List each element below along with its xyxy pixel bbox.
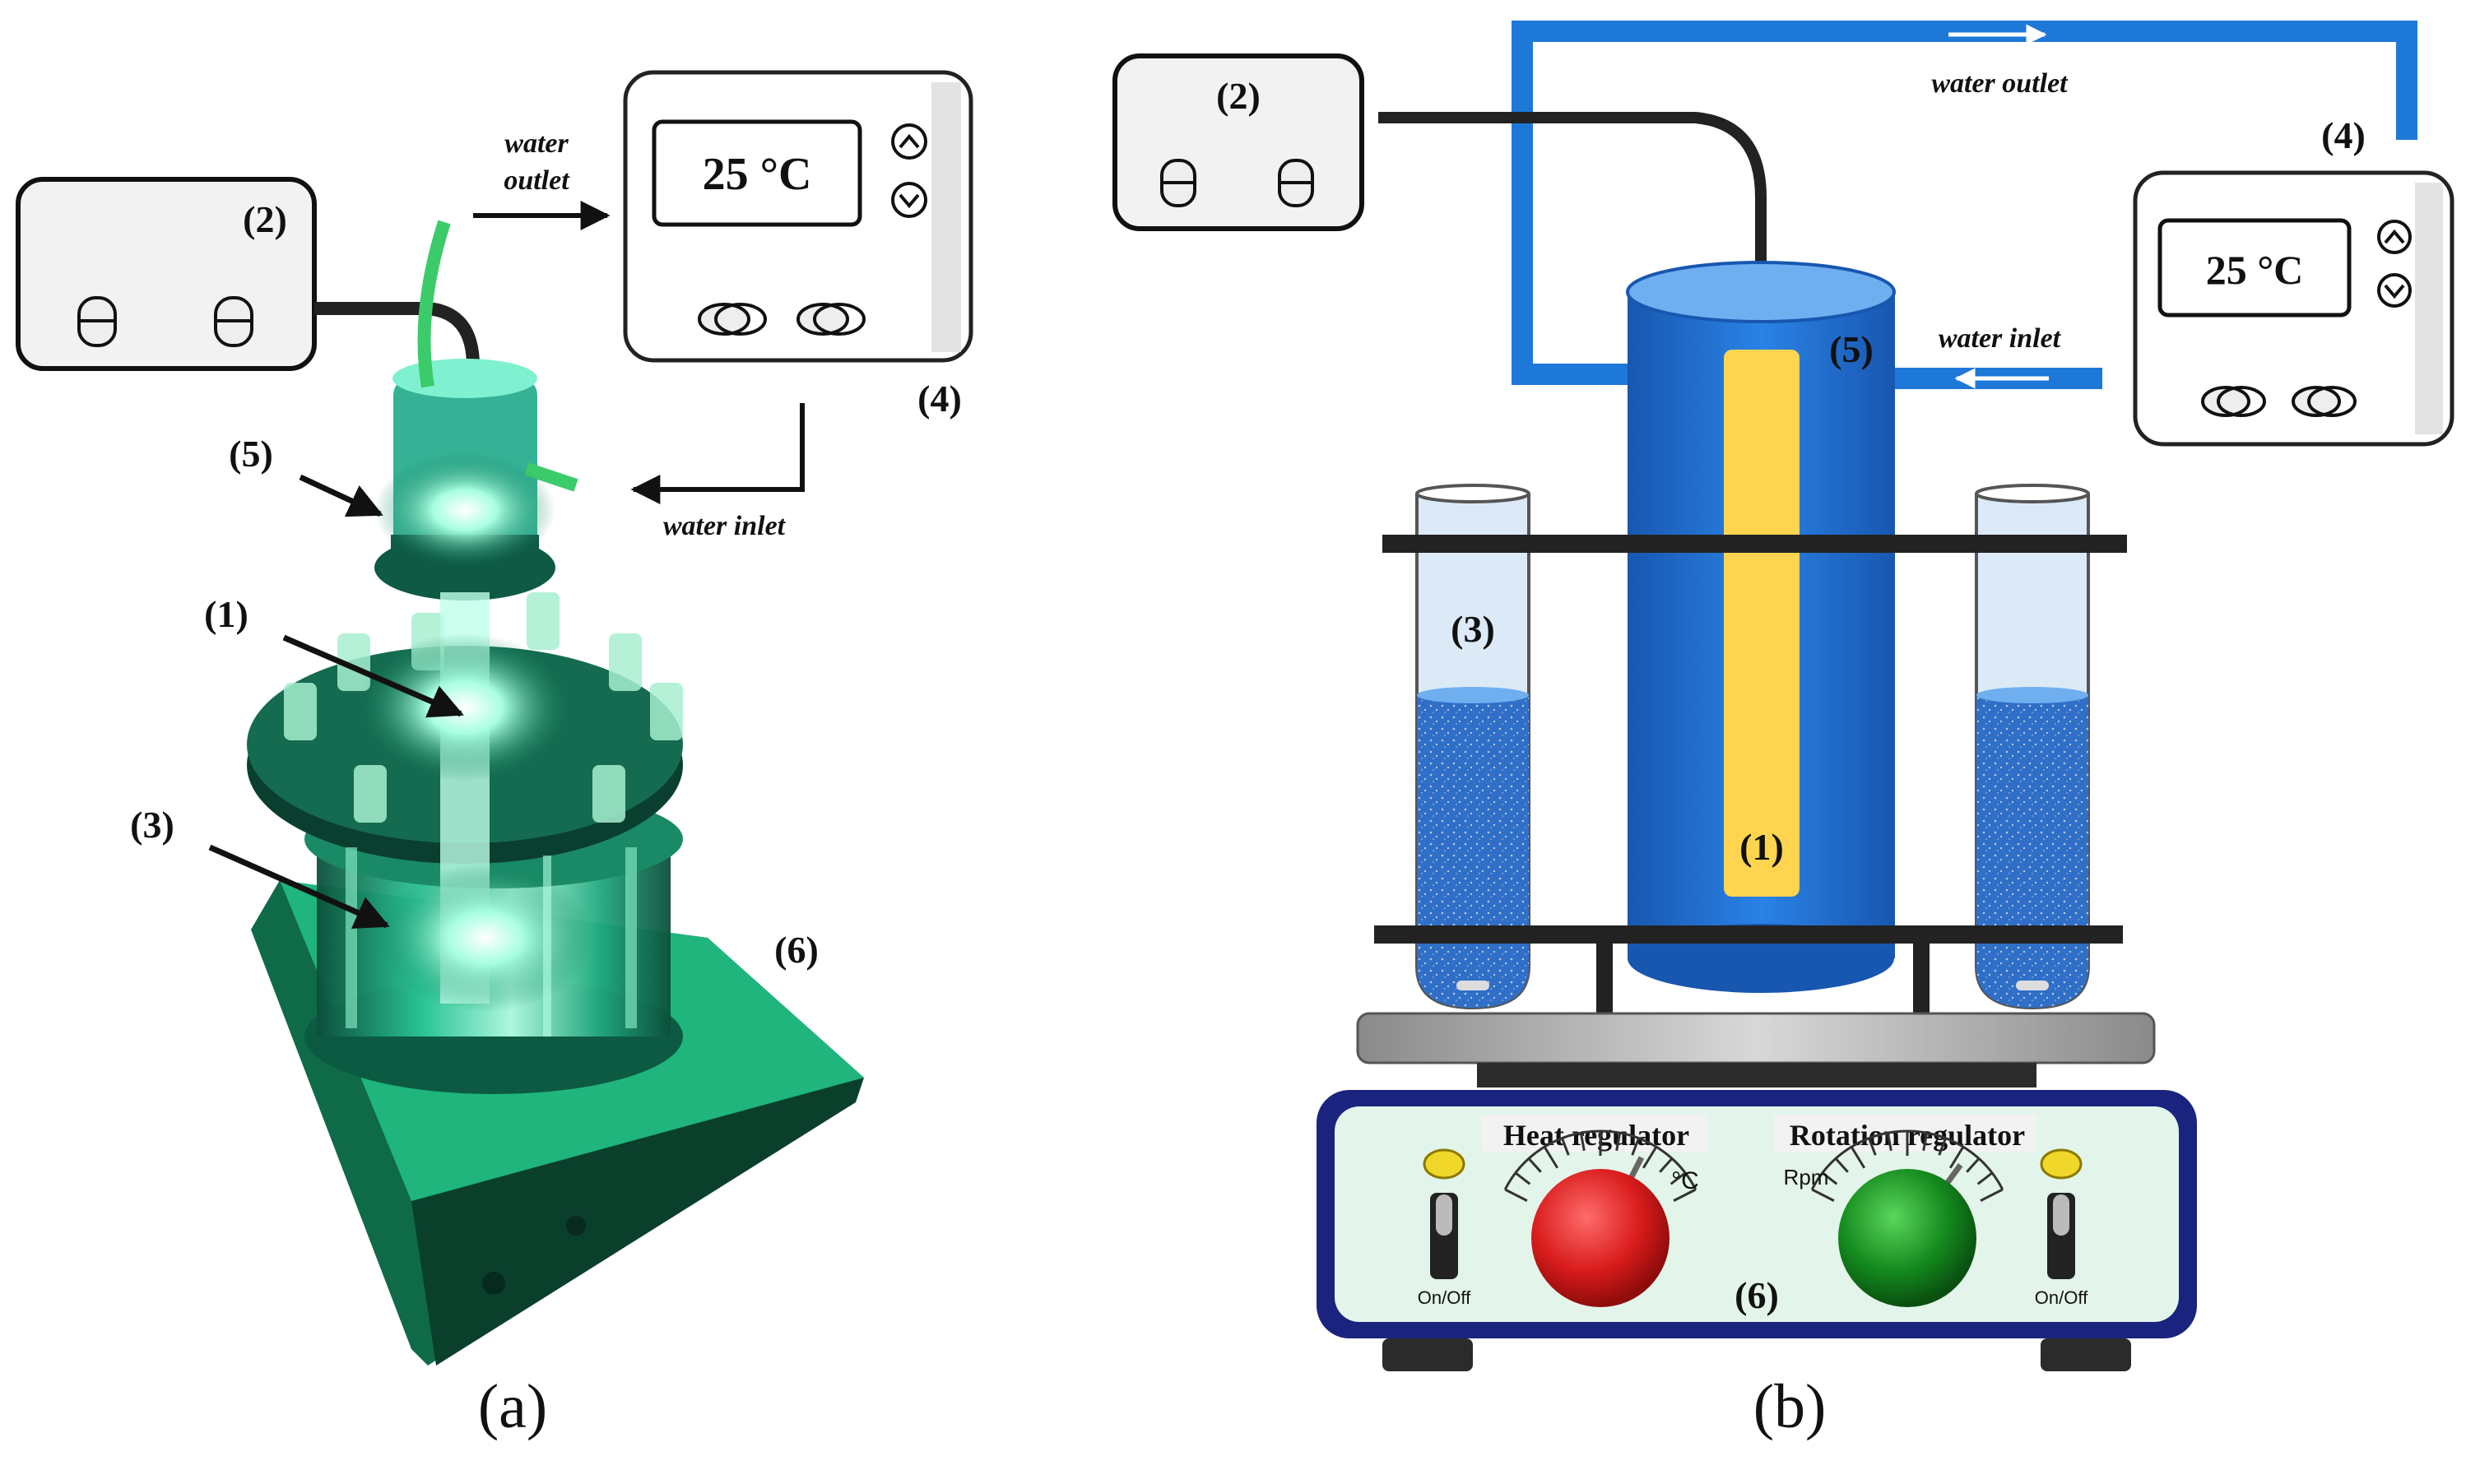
dial-tick	[1966, 1157, 1981, 1173]
dial-tick	[1673, 1188, 1697, 1202]
panel-b: water outlet water inlet (2) (4) 25 °C	[1112, 21, 2454, 1441]
heat-regulator-label: Heat regulator	[1503, 1119, 1689, 1152]
dial-tick	[1579, 1132, 1586, 1152]
dial-tick	[1642, 1146, 1658, 1169]
uv-lamp: (1)	[1724, 350, 1800, 897]
label-jacket-b: (5)	[1829, 328, 1874, 370]
dial-tick	[1938, 1138, 1947, 1156]
dial-tick	[1980, 1188, 2004, 1202]
power-cable-a	[314, 302, 480, 367]
label-power-a: (2)	[243, 198, 287, 240]
chevron-up-icon	[2377, 220, 2412, 254]
caption-b: (b)	[1753, 1372, 1827, 1441]
dial-tick	[1868, 1138, 1877, 1156]
dial-tick	[1821, 1171, 1838, 1185]
chiller-knob-icon	[796, 303, 866, 336]
dial-tick	[1527, 1157, 1542, 1173]
chiller-display-a: 25 °C	[703, 149, 812, 200]
label-reactor-b: (1)	[1739, 826, 1784, 868]
dial-tick	[1976, 1171, 1994, 1185]
heat-dial-scale	[1503, 1129, 1697, 1202]
label-tube-b: (3)	[1451, 608, 1495, 650]
dial-tick	[1543, 1146, 1559, 1169]
power-knob-icon	[1278, 159, 1314, 207]
water-pipe-outlet	[1512, 21, 2417, 385]
water-inlet-a: water inlet	[663, 511, 787, 541]
test-tube-left	[1415, 484, 1530, 1010]
label-reactor-a: (1)	[204, 593, 248, 635]
rotation-knob[interactable]	[1838, 1169, 1976, 1307]
dial-tick	[1670, 1171, 1687, 1185]
chiller-knob-icon	[698, 303, 767, 336]
chiller-display-b: 25 °C	[2206, 247, 2304, 293]
water-inlet-b: water inlet	[1939, 323, 2062, 354]
label-tube-a: (3)	[130, 804, 174, 846]
rack-top-bar	[1382, 535, 2127, 553]
chiller-b: 25 °C	[2133, 170, 2454, 447]
rotation-dial-scale	[1810, 1129, 2004, 1202]
caption-a: (a)	[478, 1372, 547, 1441]
indicator-light-icon	[1423, 1148, 1465, 1180]
dial-tick	[1631, 1138, 1640, 1156]
heat-knob[interactable]	[1531, 1169, 1670, 1307]
panel-a: (2) 25 °C	[16, 70, 973, 1441]
chiller-a: 25 °C	[623, 70, 973, 363]
dial-tick	[1659, 1157, 1674, 1173]
dial-tick	[1504, 1188, 1528, 1202]
chevron-down-icon	[891, 182, 927, 218]
heat-unit-label: °C	[1671, 1167, 1699, 1194]
callout-arrow-jacket	[299, 474, 383, 517]
label-stirrer-b: (6)	[1735, 1274, 1779, 1316]
label-power-b: (2)	[1216, 75, 1261, 117]
power-knob-icon	[214, 296, 253, 347]
power-knob-icon	[1160, 159, 1196, 207]
dial-tick	[1834, 1157, 1849, 1173]
photoreactor-photo	[247, 220, 864, 1366]
dial-tick	[1886, 1132, 1892, 1152]
dial-tick	[1561, 1138, 1570, 1156]
label-chiller-b: (4)	[2321, 114, 2366, 156]
water-outlet-line2-a: outlet	[504, 165, 570, 196]
power-supply-b: (2)	[1112, 53, 1364, 231]
rack-leg	[1596, 942, 1613, 1016]
power-switch-right[interactable]	[2047, 1193, 2075, 1279]
callout-arrow-tube	[208, 844, 390, 929]
callout-arrow-reactor	[282, 634, 464, 718]
chevron-down-icon	[2377, 273, 2412, 308]
magnetic-stirrer: Heat regulator Rotation regulator On/Off…	[1317, 1090, 2197, 1371]
water-outlet-b: water outlet	[1931, 68, 2069, 99]
water-outlet-line1-a: water	[504, 128, 569, 159]
rack-leg	[1913, 942, 1930, 1016]
indicator-light-icon	[2040, 1148, 2083, 1180]
power-cable-b	[1378, 112, 1767, 354]
chiller-knob-icon	[2201, 386, 2266, 417]
chiller-knob-icon	[2292, 386, 2357, 417]
label-stirrer-a: (6)	[774, 929, 819, 971]
stir-plate	[1356, 1012, 2156, 1064]
dial-tick	[1948, 1146, 1965, 1169]
chevron-up-icon	[891, 123, 927, 160]
inlet-arrow-a	[630, 403, 805, 504]
label-chiller-a: (4)	[917, 378, 962, 420]
switch-label-right: On/Off	[2035, 1287, 2088, 1308]
switch-label-left: On/Off	[1418, 1287, 1471, 1308]
rotation-unit-label: Rpm	[1784, 1165, 1829, 1190]
label-jacket-a: (5)	[229, 433, 273, 475]
dial-tick	[1811, 1188, 1835, 1202]
power-supply-a: (2)	[16, 177, 317, 371]
dial-tick	[1850, 1146, 1866, 1169]
rack-bottom-bar	[1374, 925, 2123, 944]
dial-tick	[1615, 1132, 1622, 1152]
dial-tick	[1514, 1171, 1531, 1185]
power-knob-icon	[77, 296, 117, 347]
power-switch-left[interactable]	[1430, 1193, 1458, 1279]
dial-tick	[1922, 1132, 1929, 1152]
